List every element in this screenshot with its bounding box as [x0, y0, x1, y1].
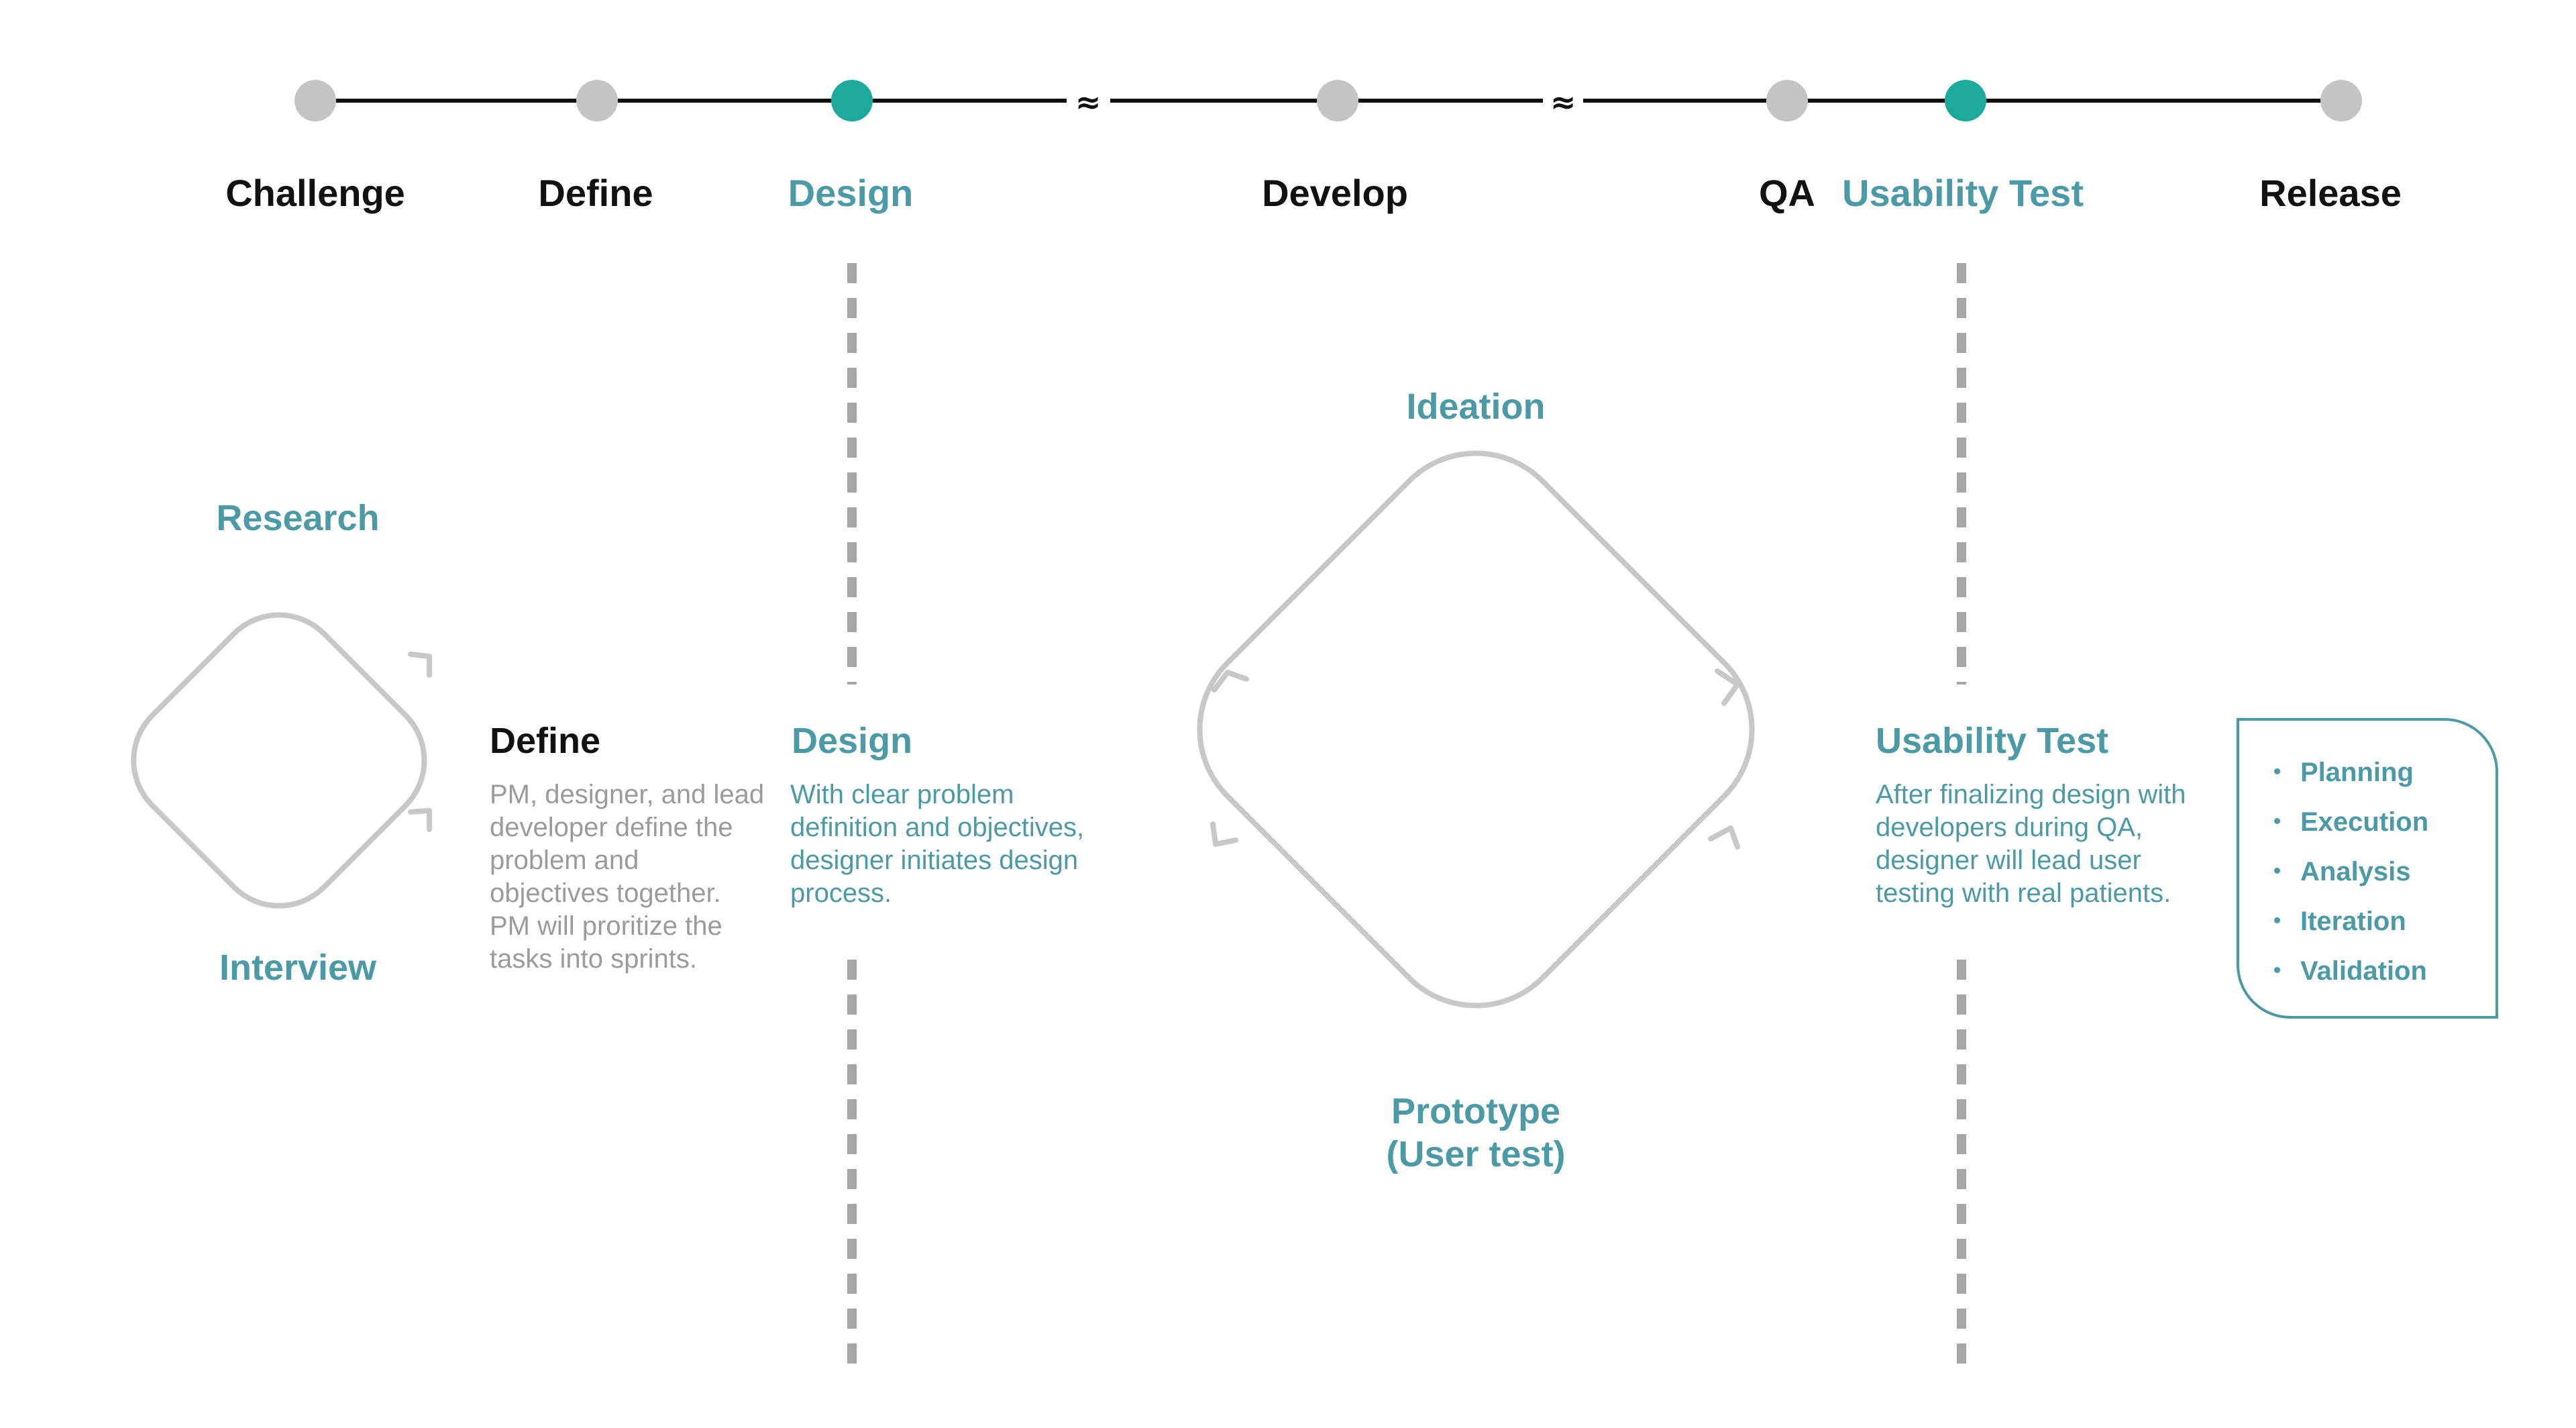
- stage-label-release: Release: [2259, 172, 2402, 214]
- timeline-node-define: [576, 80, 618, 121]
- checklist-item-label: Analysis: [2300, 857, 2411, 886]
- checklist-item-label: Validation: [2300, 956, 2427, 986]
- timeline-break-mark: ≈: [1550, 84, 1576, 120]
- usability-heading: Usability Test: [1876, 721, 2109, 761]
- design-heading: Design: [792, 721, 913, 761]
- bullet-icon: [2274, 867, 2280, 874]
- loop-label-ideation: Ideation: [1406, 387, 1546, 427]
- stage-label-challenge: Challenge: [225, 172, 405, 214]
- list-item: Iteration: [2274, 897, 2428, 946]
- define-description: PM, designer, and lead developer define …: [490, 780, 765, 974]
- dashed-dividers: [847, 263, 1966, 1369]
- timeline-nodes: [294, 80, 2362, 121]
- define-heading: Define: [490, 721, 601, 761]
- checklist: Planning Execution Analysis Iteration Va…: [2274, 748, 2428, 996]
- list-item: Planning: [2274, 748, 2428, 797]
- timeline-node-release: [2320, 80, 2362, 121]
- loop-label-user-test: (User test): [1386, 1134, 1566, 1174]
- loop-arrowhead: [1708, 825, 1740, 850]
- loop-arrowhead: [1210, 821, 1238, 847]
- timeline-node-usability-test: [1945, 80, 1986, 121]
- bullet-icon: [2274, 966, 2280, 973]
- loop-label-interview: Interview: [219, 948, 377, 988]
- timeline-node-challenge: [294, 80, 336, 121]
- list-item: Validation: [2274, 946, 2428, 996]
- design-description: With clear problem definition and object…: [790, 780, 1085, 908]
- stage-label-qa: QA: [1759, 172, 1815, 214]
- loop-label-prototype: Prototype: [1391, 1091, 1561, 1131]
- list-item: Analysis: [2274, 847, 2428, 897]
- loop-arrowhead: [1715, 668, 1740, 706]
- loop-label-research: Research: [216, 498, 380, 538]
- design-loop: [1197, 450, 1755, 1009]
- timeline-node-develop: [1317, 80, 1358, 121]
- checklist-item-label: Planning: [2300, 758, 2414, 787]
- stage-label-develop: Develop: [1262, 172, 1408, 214]
- loop-arrowhead: [1212, 670, 1249, 693]
- timeline-node-design: [831, 80, 873, 121]
- list-item: Execution: [2274, 797, 2428, 847]
- stage-label-define: Define: [538, 172, 653, 214]
- stage-label-usability-test: Usability Test: [1842, 172, 2084, 214]
- loop-arrowhead: [408, 652, 432, 678]
- checklist-box: [2237, 718, 2498, 1019]
- define-loop: [131, 612, 432, 909]
- timeline-break-mark: ≈: [1075, 84, 1102, 120]
- timeline-node-qa: [1766, 80, 1808, 121]
- checklist-item-label: Execution: [2300, 807, 2429, 837]
- usability-description: After finalizing design with developers …: [1876, 780, 2186, 908]
- bullet-icon: [2274, 768, 2280, 774]
- loop-arrowhead: [408, 808, 432, 832]
- bullet-icon: [2274, 917, 2280, 923]
- bullet-icon: [2274, 817, 2280, 824]
- stage-label-design: Design: [788, 172, 914, 214]
- checklist-item-label: Iteration: [2300, 907, 2406, 936]
